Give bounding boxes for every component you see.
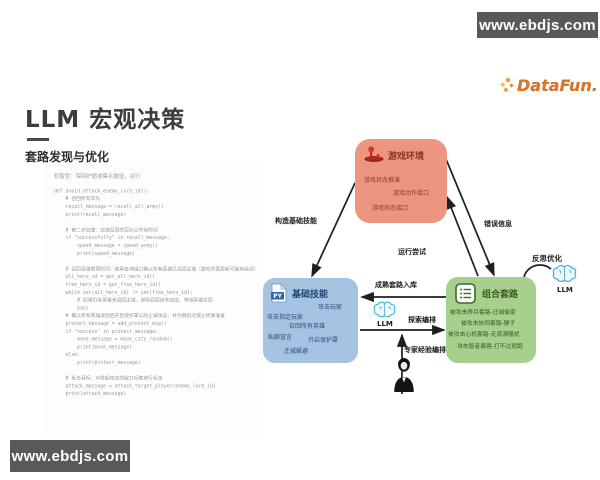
datafun-logo: DataFun. bbox=[500, 76, 598, 95]
label-reflect-optimize: 反思优化 bbox=[532, 254, 562, 263]
skill-private-chat: 私聊宣言 bbox=[268, 334, 293, 341]
label-llm-right: LLM bbox=[557, 286, 573, 294]
label-mature-to-lib: 成熟套路入库 bbox=[375, 281, 417, 289]
watermark-top-right: www.ebdjs.com bbox=[477, 12, 598, 38]
expert-person-icon bbox=[394, 357, 414, 393]
game-environment-box: 游戏环境 游戏状态推演 游戏动作接口 游戏状态接口 bbox=[355, 139, 447, 223]
game-env-item-state-api: 游戏状态接口 bbox=[372, 205, 409, 212]
arrow-build-skills bbox=[311, 182, 356, 278]
game-env-item-action-api: 游戏动作接口 bbox=[393, 190, 430, 197]
skill-attack-player: 攻击玩家 bbox=[318, 304, 343, 311]
label-llm-middle: LLM bbox=[377, 320, 393, 328]
combo-item-3: 被攻击心机套路-无资源骚扰 bbox=[448, 332, 520, 338]
datafun-logo-text: DataFun. bbox=[517, 76, 598, 95]
skill-recall-heroes: 召回所有英雄 bbox=[289, 323, 326, 330]
label-build-skills: 构造基础技能 bbox=[275, 217, 317, 225]
strategy-doc-icon bbox=[455, 283, 476, 304]
skill-move-city: 迁城躲避 bbox=[284, 348, 309, 355]
label-error-info: 错误信息 bbox=[484, 220, 512, 228]
combo-item-2: 被攻击协同套路-猴子 bbox=[461, 321, 516, 327]
code-caption: 机智型：保持护盾或集合撤退，运行 bbox=[54, 173, 141, 180]
label-run-try: 运行尝试 bbox=[398, 248, 426, 256]
basic-skills-title: 基础技能 bbox=[292, 290, 329, 300]
page-title: LLM 宏观决策 bbox=[25, 107, 186, 133]
label-expert-orchestration: 专家经验编排 bbox=[404, 346, 446, 354]
page-subtitle: 套路发现与优化 bbox=[25, 150, 110, 164]
combo-item-4: 攻击智者套路-打不过就跑 bbox=[457, 344, 523, 350]
skill-protect-shield: 开启保护罩 bbox=[308, 337, 339, 344]
joystick-icon bbox=[364, 146, 384, 162]
code-screenshot: 机智型：保持护盾或集合撤退，运行 def avoid_attack_enemy_… bbox=[48, 166, 258, 434]
combo-item-1: 被攻击养兵套路-迁城偷家 bbox=[450, 310, 516, 316]
llm-brain-icon-middle bbox=[373, 301, 396, 318]
combo-strategies-title: 组合套路 bbox=[482, 290, 519, 300]
title-underline bbox=[27, 138, 49, 141]
label-explore: 探索编排 bbox=[408, 316, 436, 324]
game-environment-title: 游戏环境 bbox=[388, 152, 425, 162]
arrow-run-try bbox=[446, 195, 479, 277]
llm-brain-icon-right bbox=[552, 264, 577, 283]
code-block: def avoid_attack_enemy_lord_id(): # 召回所有… bbox=[54, 188, 258, 397]
basic-skills-box: PY 基础技能 攻击玩家 攻击指定玩家 召回所有英雄 私聊宣言 开启保护罩 迁城… bbox=[263, 278, 358, 363]
combo-strategies-box: 组合套路 被攻击养兵套路-迁城偷家 被攻击协同套路-猴子 被攻击心机套路-无资源… bbox=[446, 277, 536, 363]
game-env-item-state-deduction: 游戏状态推演 bbox=[364, 177, 401, 184]
watermark-bottom-left: www.ebdjs.com bbox=[10, 440, 130, 472]
skill-attack-target-player: 攻击指定玩家 bbox=[267, 314, 304, 321]
python-file-icon: PY bbox=[271, 283, 287, 303]
arrow-error-info bbox=[445, 158, 495, 277]
datafun-sparkle-icon bbox=[500, 76, 514, 92]
svg-text:PY: PY bbox=[273, 293, 282, 300]
